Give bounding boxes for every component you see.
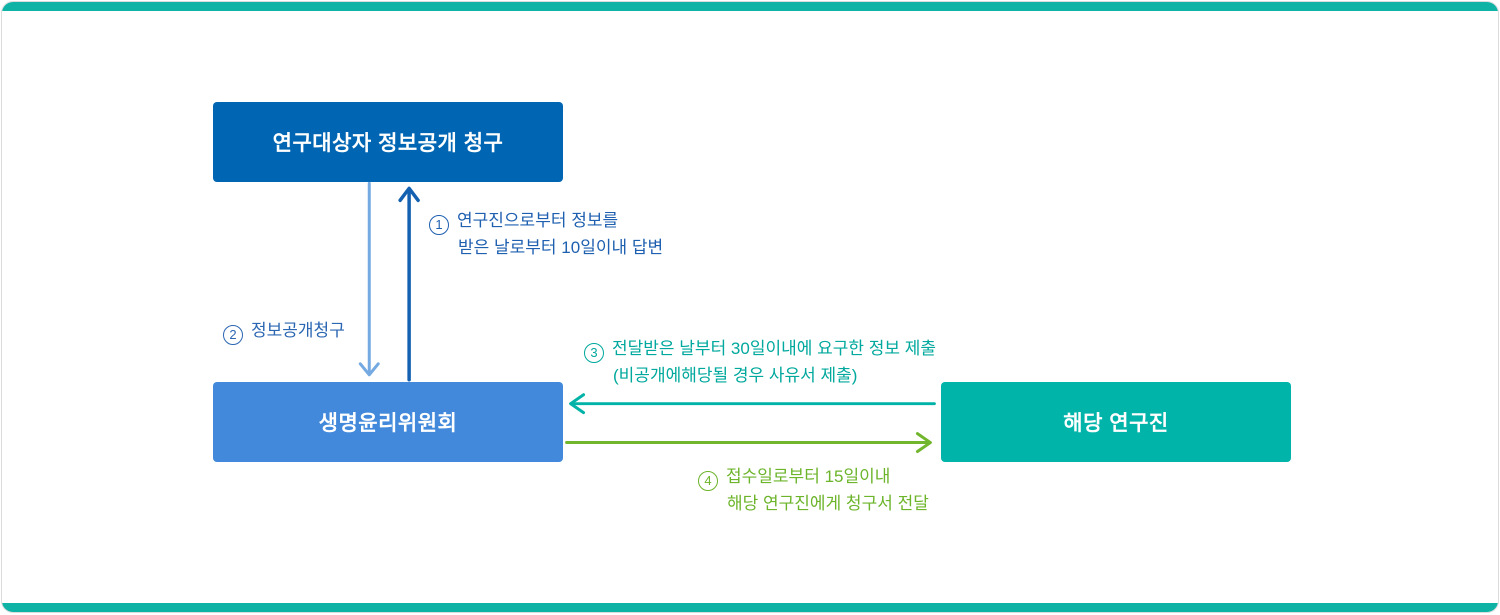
edge-label-reply-line2: 받은 날로부터 10일이내 답변 [458,238,664,257]
node-researchers-label: 해당 연구진 [1063,412,1169,435]
arrow-down-request [358,181,380,377]
circled-number-1: 1 [429,215,449,235]
circled-number-2: 2 [223,325,243,345]
circled-number-4: 4 [698,471,718,491]
node-researchers-box: 해당 연구진 [941,382,1291,462]
bottom-accent-bar [2,603,1498,612]
circled-number-3: 3 [584,343,604,363]
top-accent-bar [2,2,1498,11]
arrow-up-reply [398,186,420,382]
node-request-box: 연구대상자 정보공개 청구 [213,102,563,182]
edge-label-submit-line2: (비공개에해당될 경우 사유서 제출) [613,366,858,385]
node-committee-box: 생명윤리위원회 [213,382,563,462]
arrow-right-forward [565,432,932,454]
edge-label-forward-line2: 해당 연구진에게 청구서 전달 [727,494,929,513]
arrow-left-submit [569,393,936,415]
node-committee-label: 생명윤리위원회 [318,412,458,435]
node-request-label: 연구대상자 정보공개 청구 [272,132,504,155]
